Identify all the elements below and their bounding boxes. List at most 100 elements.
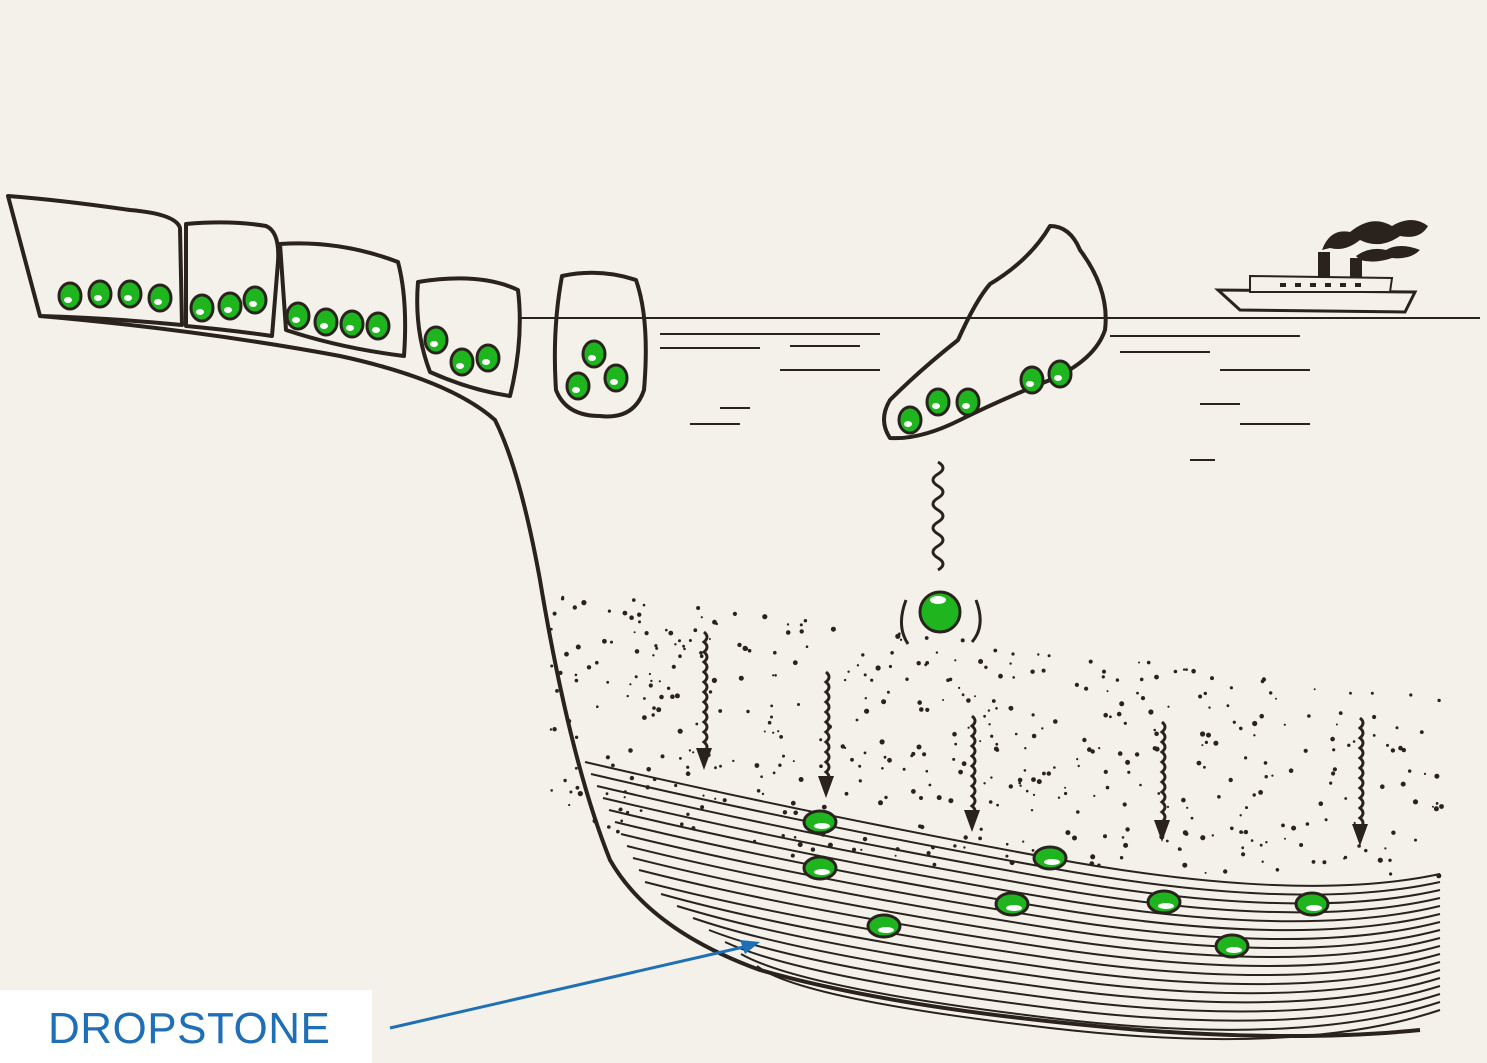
sediment-dot (1275, 698, 1277, 700)
sediment-dot (1107, 690, 1109, 692)
sediment-dot (1378, 858, 1383, 863)
sediment-dot (719, 765, 722, 768)
sediment-dot (1154, 732, 1159, 737)
sediment-dot (638, 620, 641, 623)
sediment-dot (978, 837, 982, 841)
sediment-dot (772, 674, 774, 676)
sediment-dot (786, 630, 791, 635)
sediment-dot (1437, 699, 1440, 702)
sediment-dot (739, 676, 744, 681)
sediment-dot (1332, 748, 1335, 751)
sediment-dot (953, 844, 956, 847)
sediment-dot (1191, 817, 1194, 820)
iceberg-icon (884, 226, 1106, 438)
sediment-dot (602, 639, 607, 644)
sediment-dot (596, 705, 599, 708)
sediment-dot (995, 707, 998, 710)
sediment-dot (983, 715, 986, 718)
sediment-dot (652, 713, 655, 716)
sediment-dot (952, 732, 957, 737)
sediment-dot (680, 822, 684, 826)
sediment-dot (1409, 693, 1412, 696)
sediment-dot (757, 789, 761, 793)
sediment-dot (643, 604, 646, 607)
sediment-dot (1136, 692, 1139, 695)
sediment-dot (629, 615, 634, 620)
sediment-dot (1015, 733, 1018, 736)
sediment-dot (595, 661, 599, 665)
sediment-dot (748, 649, 752, 653)
sediment-dot (1229, 778, 1233, 782)
sediment-dot (1258, 790, 1263, 795)
sediment-dot (1087, 747, 1092, 752)
sediment-dot (678, 639, 681, 642)
sediment-dot (668, 631, 673, 636)
sediment-dot (779, 735, 783, 739)
sediment-dot (1178, 847, 1182, 851)
sediment-dot (709, 638, 711, 640)
sediment-dot (1037, 653, 1039, 655)
sediment-dot (1024, 769, 1027, 772)
sediment-dot (983, 782, 985, 784)
sediment-dot (670, 694, 675, 699)
sediment-dot (1042, 669, 1046, 673)
sediment-dot (1123, 843, 1128, 848)
sediment-dot (1098, 747, 1100, 749)
sediment-dot (714, 798, 716, 800)
sediment-dot (777, 730, 779, 732)
sediment-dot (678, 654, 682, 658)
sediment-dot (1204, 692, 1207, 695)
sediment-dot (1291, 826, 1296, 831)
callout-arrow (390, 940, 760, 1028)
falling-stone-icon (901, 462, 980, 644)
sediment-dot (732, 760, 734, 762)
sediment-dot (702, 795, 704, 797)
sediment-dot (1024, 747, 1026, 749)
sediment-dot (1167, 806, 1169, 808)
sediment-dot (919, 796, 923, 800)
sediment-dot (678, 729, 683, 734)
sediment-dot (1271, 775, 1273, 777)
sediment-dot (1182, 863, 1187, 868)
sediment-dot (1124, 722, 1127, 725)
sediment-dot (1030, 670, 1034, 674)
sediment-dot (1155, 747, 1160, 752)
sediment-dot (1253, 734, 1255, 736)
sediment-dot (793, 811, 798, 816)
sediment-dot (1064, 787, 1066, 789)
sediment-dot (1103, 713, 1108, 718)
ship-icon (1218, 220, 1428, 312)
sediment-dot (1354, 822, 1356, 824)
sediment-dot (1104, 770, 1108, 774)
sediment-dot (1102, 670, 1106, 674)
sediment-dot (980, 828, 983, 831)
sediment-dot (998, 674, 1003, 679)
sediment-dot (1230, 827, 1234, 831)
sediment-dot (958, 770, 963, 775)
sediment-dot (1344, 856, 1347, 859)
sediment-dot (1072, 836, 1077, 841)
settling-arrow (1154, 722, 1170, 842)
sediment-dot (635, 675, 638, 678)
sediment-dot (575, 767, 578, 770)
sediment-dot (610, 641, 613, 644)
sediment-dot (856, 719, 859, 722)
sediment-dot (1167, 706, 1169, 708)
sediment-dot (1276, 868, 1280, 872)
sediment-dot (665, 629, 668, 632)
sediment-dot (884, 796, 887, 799)
sediment-dot (1213, 741, 1218, 746)
ice-block-icon (280, 243, 405, 356)
sediment-dot (1026, 790, 1029, 793)
sediment-dot (552, 727, 556, 731)
sediment-dot (954, 659, 956, 661)
sediment-dot (979, 740, 981, 742)
sediment-dot (1344, 797, 1347, 800)
sediment-dot (701, 616, 703, 618)
sediment-dot (608, 610, 611, 613)
sediment-dot (1031, 777, 1036, 782)
sediment-dot (962, 693, 965, 696)
sediment-dot (783, 810, 787, 814)
sediment-dot (686, 766, 689, 769)
sediment-dot (887, 758, 892, 763)
